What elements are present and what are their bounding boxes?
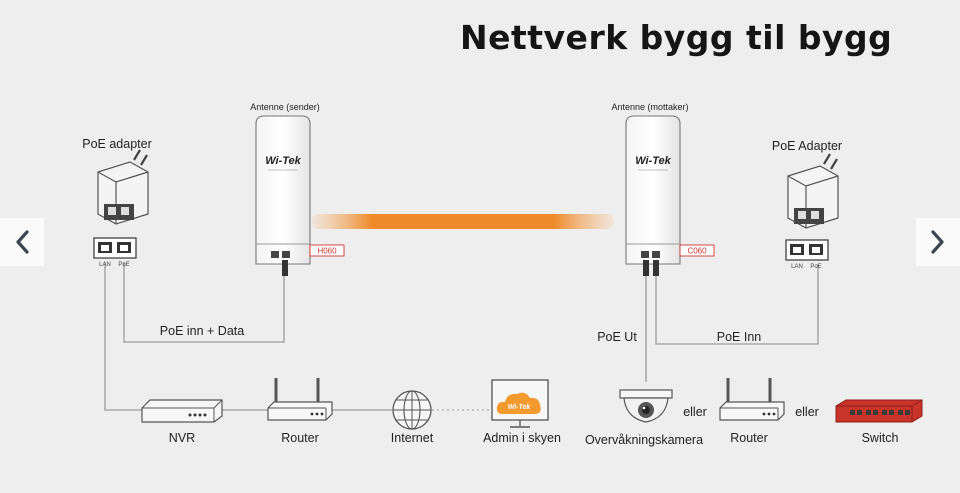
router-right: Router	[719, 378, 785, 445]
antenna-sender: Antenne (sender) Wi-Tek H060	[250, 102, 345, 276]
antenna-receiver-label: Antenne (mottaker)	[611, 102, 688, 112]
poe-adapter-left-label: PoE adapter	[82, 137, 152, 151]
poe-adapter-left: PoE adapter LAN PoE	[82, 137, 152, 268]
nvr-device: NVR	[141, 399, 223, 445]
previous-slide-button[interactable]	[0, 218, 44, 266]
chevron-right-icon	[931, 230, 944, 254]
globe-icon	[392, 390, 432, 430]
port-lan-label: LAN	[99, 262, 111, 268]
or-label-1: eller	[683, 405, 707, 419]
antenna-sender-brand: Wi-Tek	[265, 155, 301, 167]
port-poe-label: PoE	[810, 264, 821, 270]
wireless-beam	[312, 214, 614, 229]
cloud-icon	[496, 392, 541, 414]
next-slide-button[interactable]	[916, 218, 960, 266]
antenna-sender-label: Antenne (sender)	[250, 102, 320, 112]
antenna-receiver-brand: Wi-Tek	[635, 155, 671, 167]
label-poe-inn-data: PoE inn + Data	[160, 324, 244, 338]
antenna-receiver: Antenne (mottaker) Wi-Tek C060	[611, 102, 715, 276]
cable-poe-sender	[123, 262, 285, 343]
power-plug-icon	[97, 149, 149, 225]
router-left: Router	[267, 378, 333, 445]
cloud-admin-monitor: Wi-Tek Admin i skyen	[483, 379, 561, 445]
switch-label: Switch	[862, 431, 899, 445]
cloud-label: Admin i skyen	[483, 431, 561, 445]
nvr-label: NVR	[169, 431, 195, 445]
cloud-brand: Wi-Tek	[508, 404, 532, 411]
port-lan-label: LAN	[791, 264, 803, 270]
antenna-receiver-tag: C060	[687, 247, 707, 256]
camera-icon	[619, 389, 673, 423]
router-right-label: Router	[730, 431, 768, 445]
label-poe-ut: PoE Ut	[597, 330, 637, 344]
switch-device: Switch	[835, 399, 923, 445]
label-poe-inn: PoE Inn	[717, 330, 762, 344]
poe-adapter-right-label: PoE Adapter	[772, 139, 842, 153]
port-poe-label: PoE	[118, 262, 129, 268]
router-left-label: Router	[281, 431, 319, 445]
or-label-2: eller	[795, 405, 819, 419]
internet-label: Internet	[391, 431, 434, 445]
page-title: Nettverk bygg til bygg	[460, 18, 893, 57]
poe-adapter-right: PoE Adapter LAN PoE	[772, 139, 842, 270]
cable-lan-nvr	[104, 262, 142, 411]
cables	[104, 262, 819, 411]
power-plug-icon	[787, 153, 839, 229]
camera-label: Overvåkningskamera	[585, 433, 703, 447]
antenna-sender-tag: H060	[317, 247, 337, 256]
chevron-left-icon	[16, 230, 29, 254]
cable-receiver-poe	[655, 264, 819, 345]
